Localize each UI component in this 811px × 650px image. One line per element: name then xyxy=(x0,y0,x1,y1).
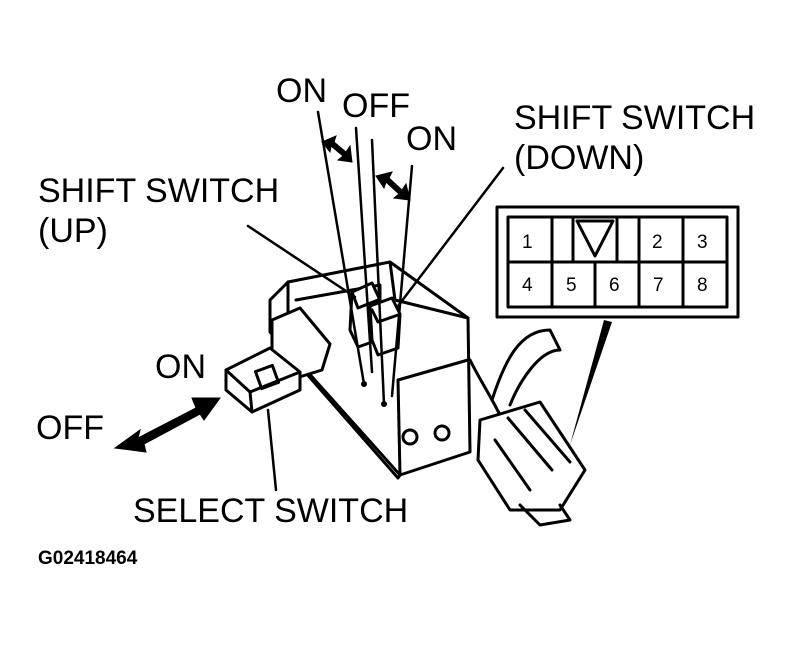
shift-levers xyxy=(348,281,402,357)
label-select-switch: SELECT SWITCH xyxy=(133,492,409,530)
label-select-on: ON xyxy=(155,348,206,386)
pin-4-label: 4 xyxy=(522,275,533,296)
pin-6-label: 6 xyxy=(609,275,620,296)
label-shift-switch-up: SHIFT SWITCH xyxy=(38,172,280,210)
select-lever xyxy=(224,306,332,414)
label-off-top: OFF xyxy=(342,87,410,125)
leader-lines xyxy=(246,110,505,492)
label-on-top-left: ON xyxy=(276,72,327,110)
pin-1-label: 1 xyxy=(522,232,533,253)
label-shift-switch-up-sub: (UP) xyxy=(38,212,108,250)
label-shift-switch-down: SHIFT SWITCH xyxy=(514,99,756,137)
label-shift-switch-down-sub: (DOWN) xyxy=(514,139,645,177)
pin-3-label: 3 xyxy=(697,232,708,253)
label-on-top-right: ON xyxy=(406,120,457,158)
pin-8-label: 8 xyxy=(697,275,708,296)
pin-7-label: 7 xyxy=(653,275,664,296)
cable-and-plug xyxy=(468,328,587,527)
label-select-off: OFF xyxy=(36,409,104,447)
connector-pointer xyxy=(570,320,612,445)
figure-code: G02418464 xyxy=(38,548,138,569)
pin-5-label: 5 xyxy=(566,275,577,296)
connector-face xyxy=(495,205,740,319)
leader-dots xyxy=(361,381,387,407)
motion-arrows xyxy=(113,135,411,453)
pin-2-label: 2 xyxy=(652,232,663,253)
